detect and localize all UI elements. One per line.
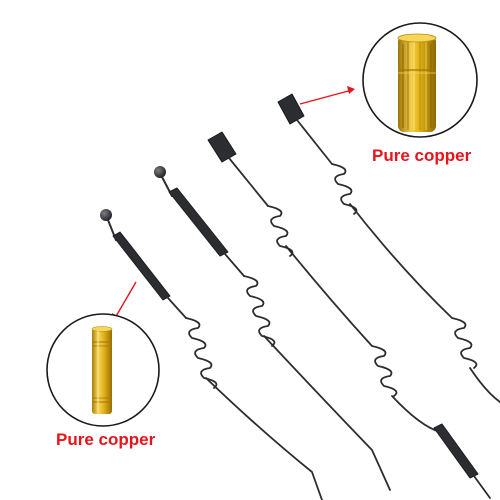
antenna-flat-tip-4 bbox=[277, 93, 500, 403]
detail-circle-top bbox=[362, 22, 478, 138]
antenna-ball-tip-2 bbox=[154, 166, 391, 491]
pure-copper-caption-bottom: Pure copper bbox=[56, 430, 156, 449]
antenna-ball-tip-1 bbox=[100, 209, 323, 500]
pure-copper-caption-top: Pure copper bbox=[372, 146, 472, 165]
smooth-copper-connector-icon bbox=[91, 326, 113, 414]
detail-circle-bottom bbox=[46, 313, 160, 427]
antenna-flat-tip-3 bbox=[207, 131, 491, 499]
ribbed-copper-connector-icon bbox=[397, 33, 437, 132]
callout-arrow-top bbox=[299, 86, 355, 105]
